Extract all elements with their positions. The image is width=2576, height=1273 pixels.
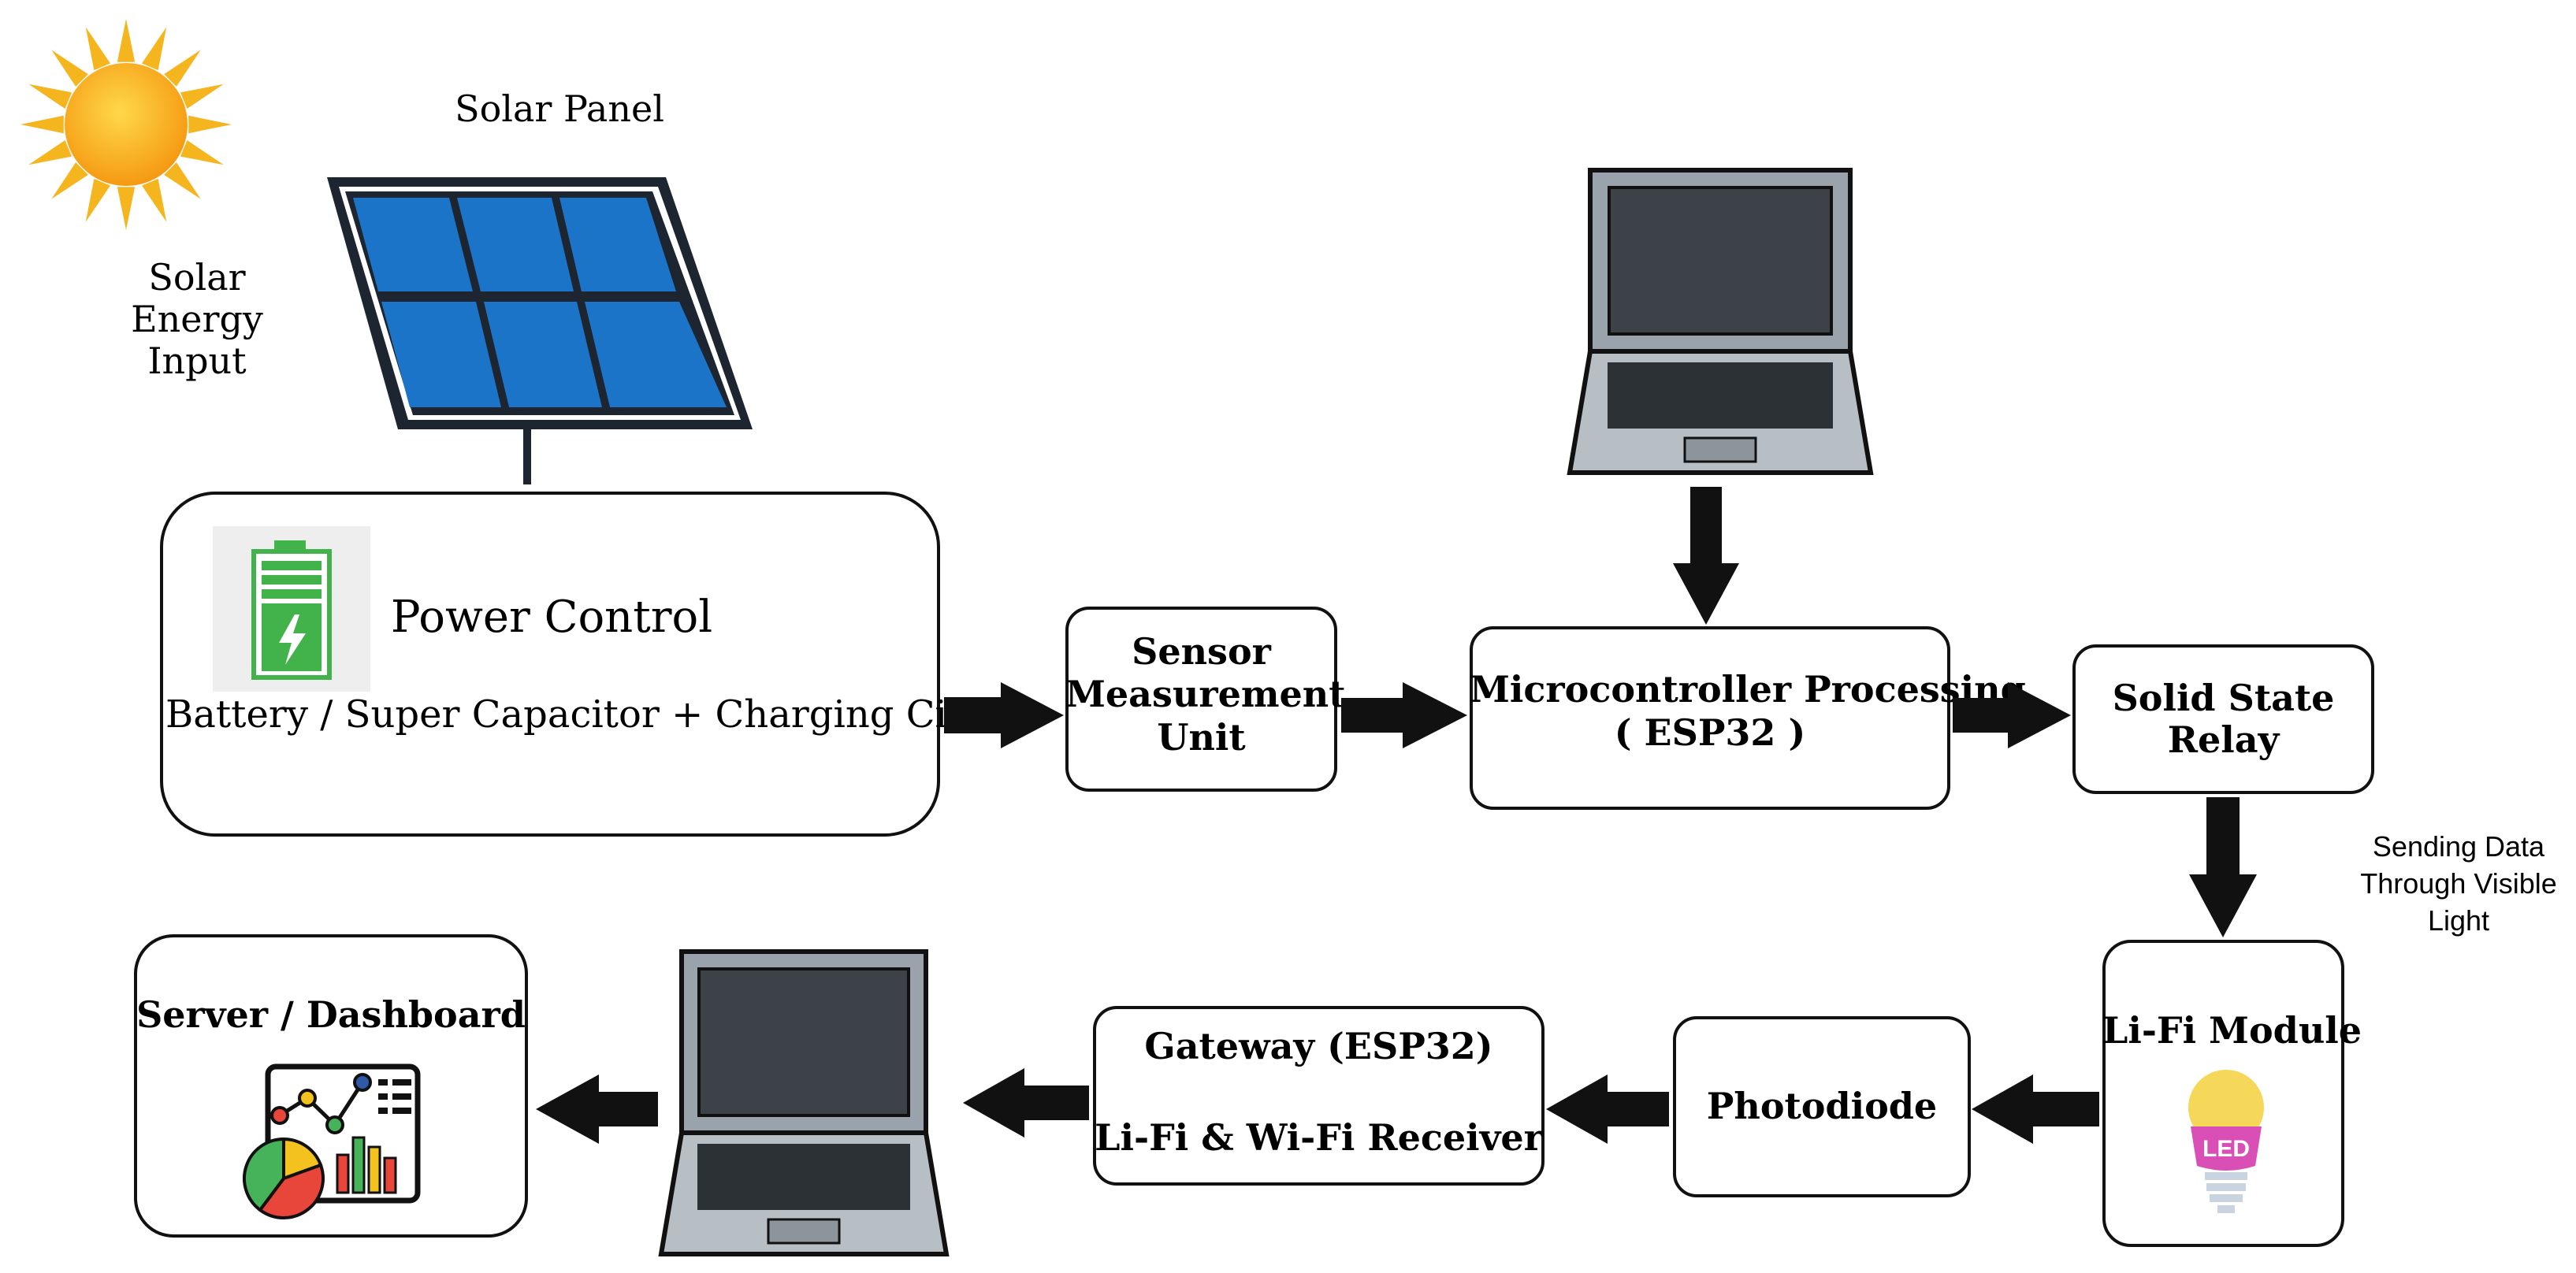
gateway-box <box>1093 1006 1544 1186</box>
sensor-measurement-box <box>1065 607 1337 792</box>
led-bulb-icon: LED <box>2188 1070 2264 1213</box>
lifi-module-title: Li-Fi Module <box>2102 1009 2362 1052</box>
solar-input-line: Input <box>147 339 247 382</box>
solar-panel-label: Solar Panel <box>455 87 664 130</box>
note-line: Light <box>2427 904 2490 937</box>
sun-ray <box>51 50 88 87</box>
sun-ray <box>28 84 72 109</box>
dashboard-chart-icon <box>243 1063 421 1219</box>
sun-ray <box>20 115 64 134</box>
sun-ray <box>28 140 72 165</box>
arrow-sensor-to-mcu <box>1341 682 1467 748</box>
sun-ray <box>117 187 136 230</box>
gateway-subtitle: Li-Fi & Wi-Fi Receiver <box>1095 1116 1543 1159</box>
sun-ray <box>180 84 224 109</box>
mcu-line: ( ESP32 ) <box>1614 711 1806 755</box>
arrow-gateway-to-laptop <box>963 1068 1089 1138</box>
relay-line: Solid State <box>2112 677 2335 719</box>
note-line: Through Visible <box>2360 867 2557 900</box>
power-control-subtitle: Battery / Super Capacitor + Charging Cir… <box>165 692 1039 737</box>
solar-input-line: Solar <box>148 256 246 299</box>
sun-ray <box>188 115 232 134</box>
sensor-measurement-label: Sensor Measurement Unit <box>1065 630 1346 759</box>
sun-ray <box>142 178 167 222</box>
arrow-photodiode-to-gateway <box>1546 1074 1669 1144</box>
gateway-title: Gateway (ESP32) <box>1144 1025 1493 1067</box>
sun-ray <box>164 162 201 199</box>
solar-panel-icon <box>327 177 753 484</box>
sun-ray <box>51 162 88 199</box>
sun-ray <box>117 19 136 62</box>
solar-input-label: Solar Energy Input <box>118 257 276 382</box>
led-text: LED <box>2202 1136 2250 1162</box>
power-control-title: Power Control <box>390 592 713 643</box>
sun-ray <box>180 140 224 165</box>
microcontroller-label: Microcontroller Processing ( ESP32 ) <box>1470 668 2026 755</box>
photodiode-label: Photodiode <box>1706 1085 1938 1127</box>
photodiode-box <box>1673 1016 1971 1197</box>
visible-light-note: Sending Data Through Visible Light <box>2344 829 2573 939</box>
arrow-relay-to-lifi <box>2189 797 2257 937</box>
server-dashboard-title: Server / Dashboard <box>136 993 526 1036</box>
arrow-laptop-to-server <box>536 1074 658 1144</box>
arrow-mcu-to-relay <box>1953 682 2071 748</box>
laptop-icon <box>1567 168 1874 475</box>
sun-ray <box>164 50 201 87</box>
laptop-icon <box>658 949 950 1256</box>
sun-ray <box>85 27 110 71</box>
sensor-line: Measurement <box>1065 673 1346 716</box>
solid-state-relay-label: Solid State Relay <box>2072 677 2374 761</box>
sun-ray <box>142 27 167 71</box>
arrow-power-to-sensor <box>944 682 1064 748</box>
arrow-lifi-to-photodiode <box>1972 1074 2099 1144</box>
arrow-laptop-to-mcu <box>1673 487 1739 625</box>
note-line: Sending Data <box>2372 830 2545 863</box>
sun-icon <box>20 19 232 230</box>
battery-icon <box>213 526 370 692</box>
solar-input-line: Energy <box>131 297 263 340</box>
mcu-line: Microcontroller Processing <box>1470 668 2026 711</box>
sensor-line: Unit <box>1157 715 1246 759</box>
sensor-line: Sensor <box>1132 630 1271 673</box>
relay-line: Relay <box>2167 718 2280 761</box>
sun-ray <box>85 178 110 222</box>
solid-state-relay-box <box>2072 644 2374 794</box>
microcontroller-box <box>1470 626 1950 810</box>
